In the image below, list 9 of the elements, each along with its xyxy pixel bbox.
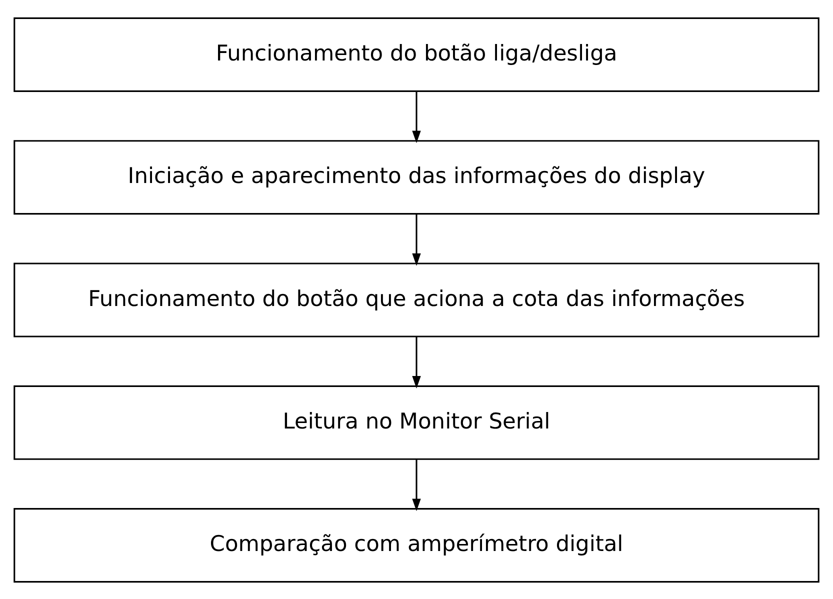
node-box: Comparação com amperímetro digital: [14, 508, 820, 582]
node-box: Iniciação e aparecimento das informações do display: [14, 140, 820, 214]
arrow: [412, 214, 421, 266]
node-box: Funcionamento do botão liga/desliga: [14, 16, 820, 92]
node-box: Funcionamento do botão que aciona a cota das informações: [14, 262, 820, 337]
node-box: Leitura no Monitor Serial: [14, 384, 820, 460]
arrow: [412, 90, 421, 143]
arrow: [412, 458, 421, 511]
arrow: [412, 336, 421, 388]
